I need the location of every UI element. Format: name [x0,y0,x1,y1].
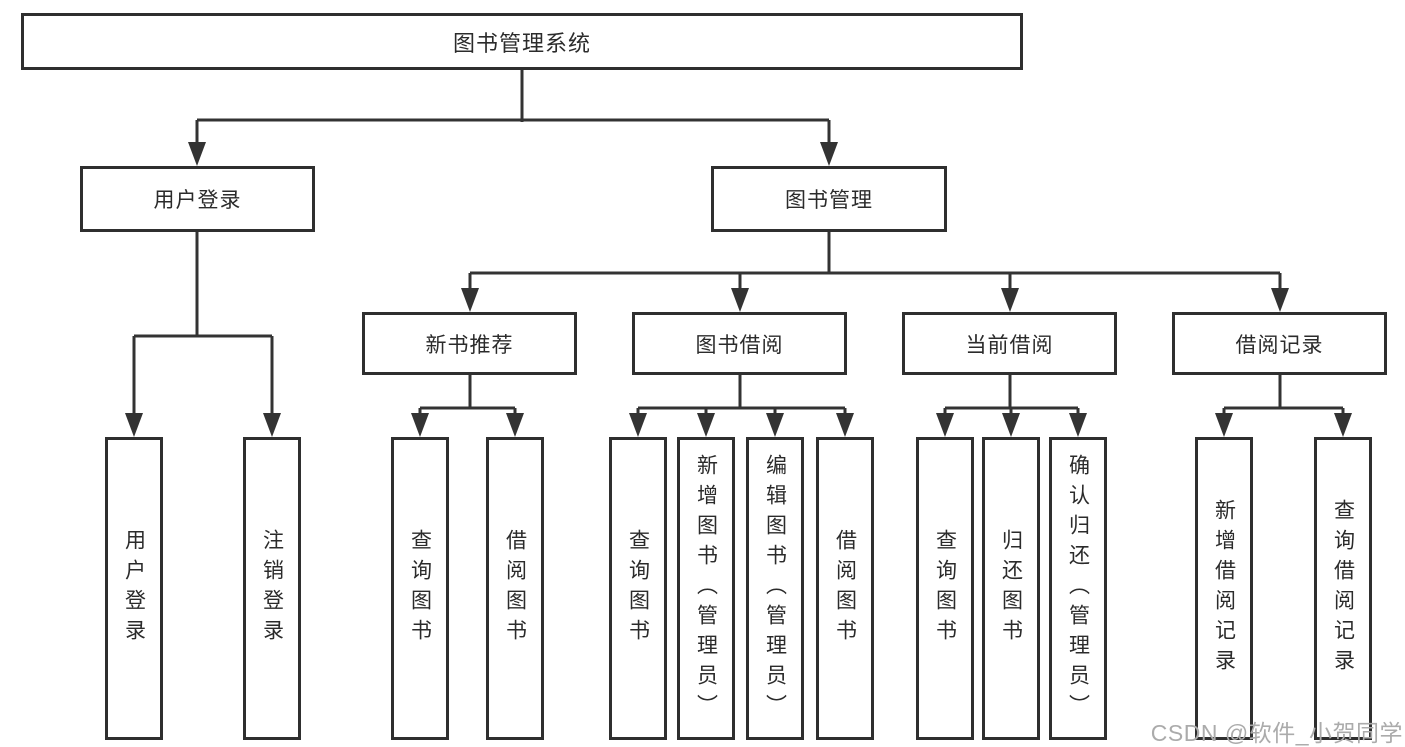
leaf-confirm-return-admin: 确认归还（管理员） [1049,437,1107,740]
node-label: 图书借阅 [695,333,784,357]
node-label: 用户登录 [153,189,242,212]
node-label: 查询图书 [626,528,650,649]
node-label: 查询图书 [933,528,957,649]
csdn-watermark: CSDN @软件_小贺同学 [1150,720,1403,746]
node-label: 图书管理系统 [452,30,591,56]
node-label: 借阅图书 [503,528,527,649]
node-new-book-recommendation: 新书推荐 [362,312,577,375]
node-label: 确认归还（管理员） [1066,453,1090,724]
leaf-current-query-books: 查询图书 [916,437,974,740]
node-label: 归还图书 [999,528,1023,649]
node-user-login: 用户登录 [80,166,315,232]
node-label: 借阅记录 [1235,333,1324,357]
node-library-management-system: 图书管理系统 [21,13,1023,70]
node-label: 借阅图书 [833,528,857,649]
node-label: 新增借阅记录 [1212,498,1236,679]
leaf-user-login: 用户登录 [105,437,163,740]
connector-shafts [132,70,1345,416]
node-label: 图书管理 [785,189,873,212]
node-label: 注销登录 [260,528,284,649]
node-book-management: 图书管理 [711,166,947,232]
node-book-borrowing: 图书借阅 [632,312,847,375]
leaf-query-borrow-record: 查询借阅记录 [1314,437,1372,740]
node-label: 用户登录 [122,528,146,649]
leaf-recommend-query-books: 查询图书 [391,437,449,740]
node-label: 当前借阅 [965,333,1054,357]
leaf-borrow-books: 借阅图书 [816,437,874,740]
leaf-edit-books-admin: 编辑图书（管理员） [746,437,804,740]
node-label: 编辑图书（管理员） [763,453,787,724]
node-label: 新书推荐 [425,333,514,357]
node-label: 查询借阅记录 [1331,498,1355,679]
node-borrowing-records: 借阅记录 [1172,312,1387,375]
leaf-borrow-query-books: 查询图书 [609,437,667,740]
leaf-add-books-admin: 新增图书（管理员） [677,437,735,740]
leaf-return-books: 归还图书 [982,437,1040,740]
node-current-borrowing: 当前借阅 [902,312,1117,375]
arrowheads [125,142,1352,437]
leaf-recommend-borrow-books: 借阅图书 [486,437,544,740]
node-label: 查询图书 [408,528,432,649]
leaf-logout: 注销登录 [243,437,301,740]
leaf-add-borrow-record: 新增借阅记录 [1195,437,1253,740]
node-label: 新增图书（管理员） [694,453,718,724]
